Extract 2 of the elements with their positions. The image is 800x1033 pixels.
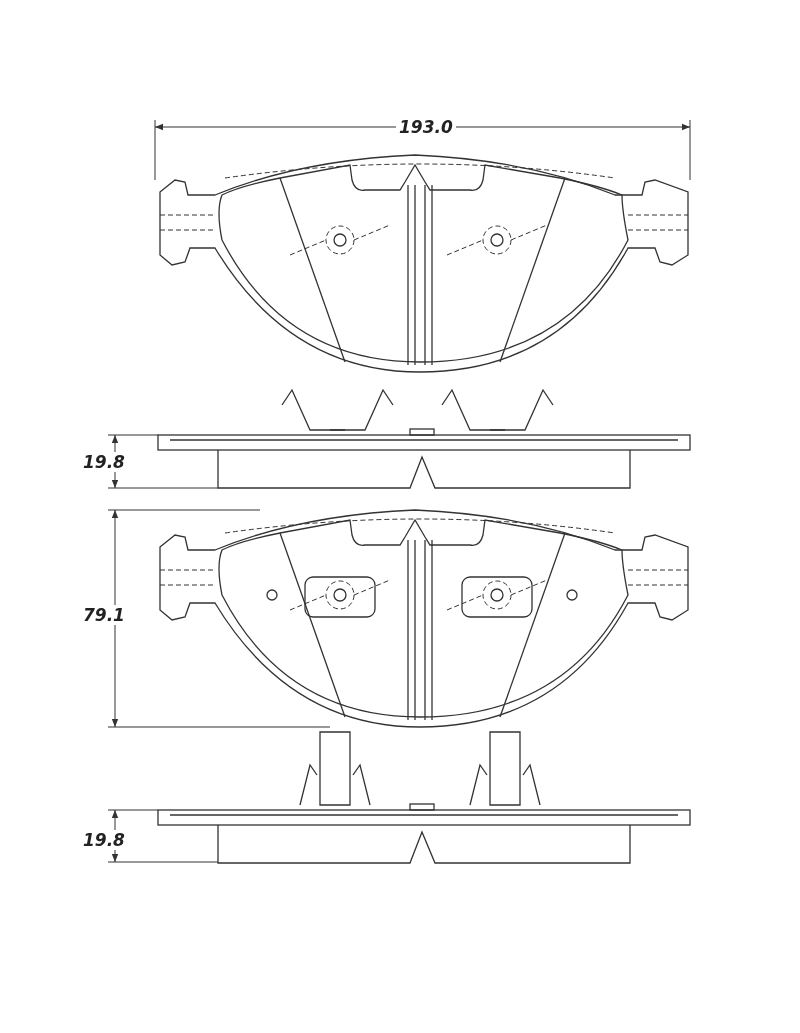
dimension-label: 19.8 <box>80 830 128 850</box>
dimension-label: 19.8 <box>80 452 128 472</box>
